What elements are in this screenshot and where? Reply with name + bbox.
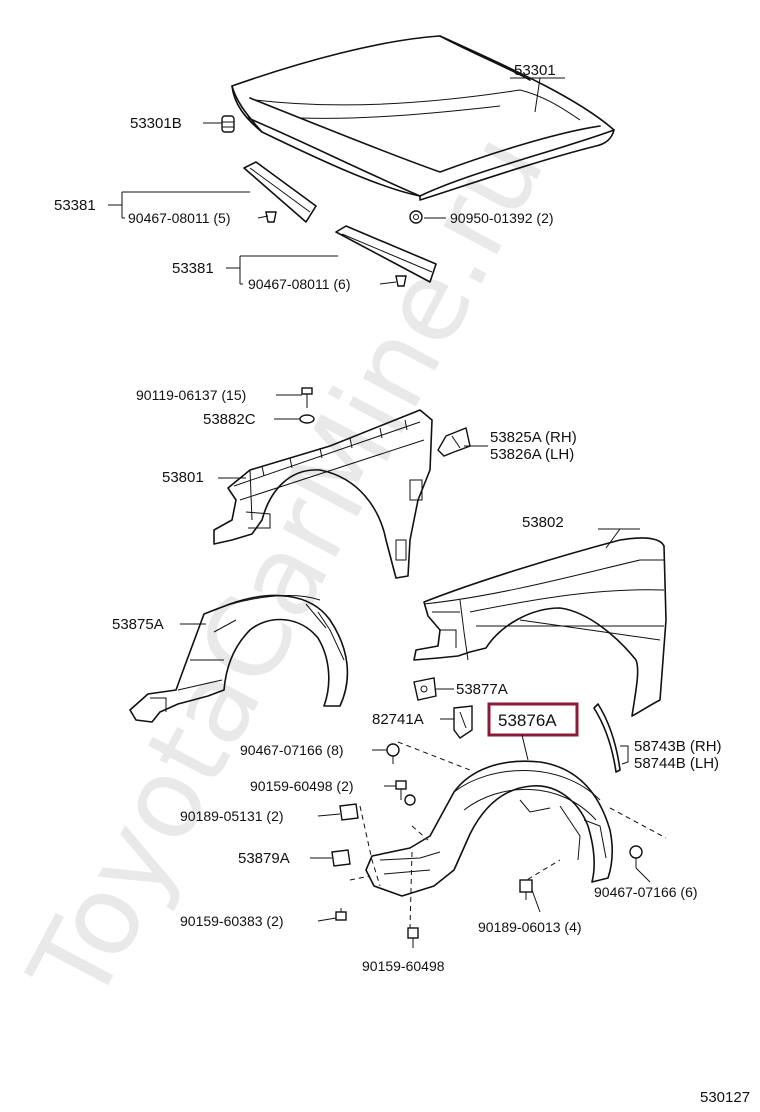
front-liner-drawing xyxy=(129,594,349,723)
label-screw-b: 90189-05131 (2) xyxy=(180,808,284,824)
label-fender-bracket: 53877A xyxy=(456,681,508,698)
label-apron: 53801 xyxy=(162,469,204,486)
bracket-icon xyxy=(437,427,471,457)
label-hood-clip: 90950-01392 (2) xyxy=(450,210,554,226)
screw-e-icon xyxy=(519,879,533,900)
fender-bracket-icon xyxy=(413,677,437,701)
label-liner-highlight[interactable]: 53876A xyxy=(498,711,557,730)
screw-b-icon xyxy=(339,794,416,821)
hood-seal-2-drawing xyxy=(335,225,437,287)
label-seal-1-clip: 90467-08011 (5) xyxy=(128,210,230,226)
screw-a-icon xyxy=(395,780,407,800)
apron-bolt-icon xyxy=(301,387,313,408)
label-clip-b: 90467-07166 (6) xyxy=(594,884,698,900)
watermark: ToyotaCarMine.ru xyxy=(4,114,569,1023)
label-hood: 53301 xyxy=(514,62,556,79)
label-bracket-rh: 53825A (RH) xyxy=(490,429,577,446)
hood-drawing xyxy=(231,35,615,201)
label-bracket-lh: 53826A (LH) xyxy=(490,446,574,463)
highlight-box xyxy=(487,702,579,737)
label-screw-d: 90159-60498 xyxy=(362,958,445,974)
label-moulding-lh: 58744B (LH) xyxy=(634,755,719,772)
label-screw-c: 90159-60383 (2) xyxy=(180,913,284,929)
label-liner-front: 53875A xyxy=(112,616,164,633)
screw-d-icon xyxy=(407,927,419,948)
label-seal-2: 53381 xyxy=(172,260,214,277)
fender-apron-drawing xyxy=(213,409,433,579)
clip-b-icon xyxy=(629,845,643,868)
label-hood-cushion: 53301B xyxy=(130,115,182,132)
label-liner-bracket: 82741A xyxy=(372,711,424,728)
label-moulding-rh: 58743B (RH) xyxy=(634,738,722,755)
screw-c-icon xyxy=(335,908,347,921)
clip-a-icon xyxy=(386,743,400,764)
label-seal-1: 53381 xyxy=(54,197,96,214)
hood-clip-icon xyxy=(409,210,423,224)
diagram-id: 530127 xyxy=(700,1089,750,1106)
label-fender: 53802 xyxy=(522,514,564,531)
fender-moulding-drawing xyxy=(593,703,621,773)
label-apron-bolt: 90119-06137 (15) xyxy=(136,387,246,403)
liner-bracket-icon xyxy=(453,705,473,739)
hood-seal-1-drawing xyxy=(243,161,317,223)
label-retainer: 53879A xyxy=(238,850,290,867)
label-clip-a: 90467-07166 (8) xyxy=(240,742,344,758)
label-screw-e: 90189-06013 (4) xyxy=(478,919,582,935)
label-screw-a: 90159-60498 (2) xyxy=(250,778,354,794)
rear-liner-drawing xyxy=(365,760,613,897)
label-apron-washer: 53882C xyxy=(203,411,256,428)
hood-cushion-icon xyxy=(221,115,235,133)
retainer-icon xyxy=(331,849,351,867)
front-fender-drawing xyxy=(413,537,667,717)
apron-washer-icon xyxy=(299,414,315,424)
label-seal-2-clip: 90467-08011 (6) xyxy=(248,276,350,292)
